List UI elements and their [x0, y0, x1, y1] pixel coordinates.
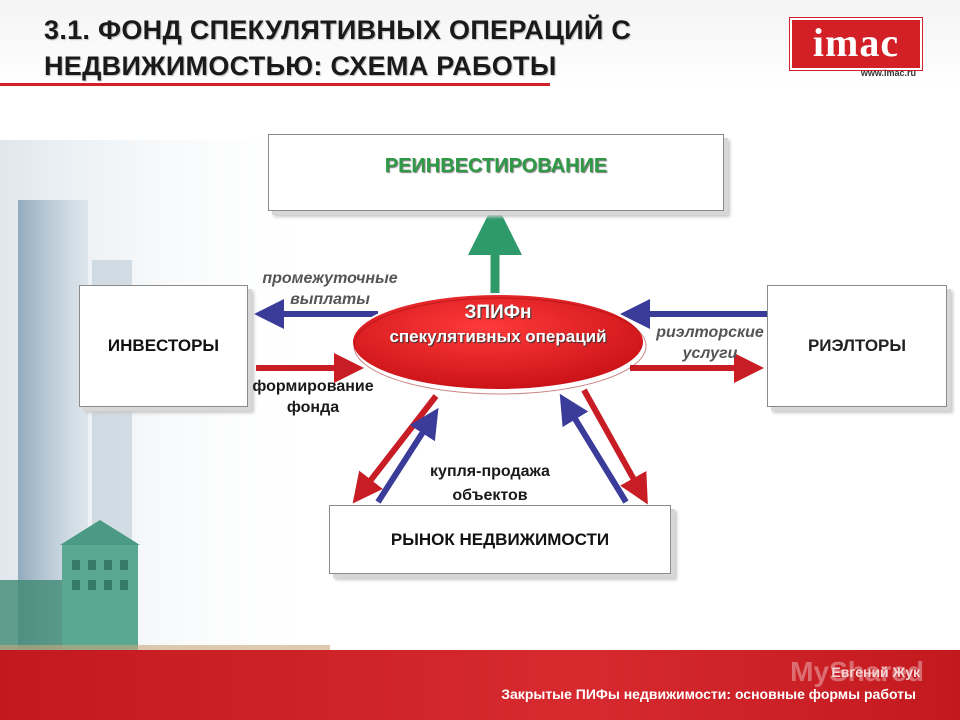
- reinvestment-box: РЕИНВЕСТИРОВАНИЕ: [268, 134, 724, 211]
- fund-node: ЗПИФн спекулятивных операций: [352, 301, 644, 349]
- fund-ellipse: [351, 293, 645, 391]
- watermark: MyShared: [790, 656, 924, 687]
- title-underline: [0, 83, 550, 86]
- fund-subtitle: спекулятивных операций: [389, 327, 607, 346]
- fund-formation-label: формирование фонда: [252, 378, 374, 416]
- realtors-label: РИЭЛТОРЫ: [807, 336, 907, 355]
- footer-caption: Закрытые ПИФы недвижимости: основные фор…: [501, 686, 916, 702]
- footer-band: [0, 650, 960, 720]
- investors-box: ИНВЕСТОРЫ: [79, 285, 248, 407]
- footer-author: Евгений Жук: [831, 664, 920, 680]
- reinvestment-label: РЕИНВЕСТИРОВАНИЕ: [384, 155, 608, 177]
- fund-name: ЗПИФн: [464, 302, 532, 323]
- background-buildings-illustration: [0, 140, 330, 660]
- arrow-market-to-fund-left: [375, 407, 439, 504]
- investors-label: ИНВЕСТОРЫ: [107, 336, 220, 355]
- logo-url: www.imac.ru: [860, 68, 916, 78]
- page-title: 3.1. ФОНД СПЕКУЛЯТИВНЫХ ОПЕРАЦИЙ С НЕДВИ…: [44, 15, 632, 81]
- arrow-fund-to-market-right: [581, 388, 648, 505]
- market-label: РЫНОК НЕДВИЖИМОСТИ: [390, 529, 610, 549]
- realtors-box: РИЭЛТОРЫ: [767, 285, 947, 407]
- imac-logo: imac: [790, 18, 922, 70]
- buy-sell-label: купля-продажа объектов: [430, 463, 550, 504]
- realtor-services-label: риэлторские услуги: [656, 324, 764, 362]
- real-estate-market-box: РЫНОК НЕДВИЖИМОСТИ: [329, 505, 671, 574]
- arrow-market-to-fund-right: [559, 393, 629, 504]
- interim-payouts-label: промежуточные выплаты: [262, 270, 398, 308]
